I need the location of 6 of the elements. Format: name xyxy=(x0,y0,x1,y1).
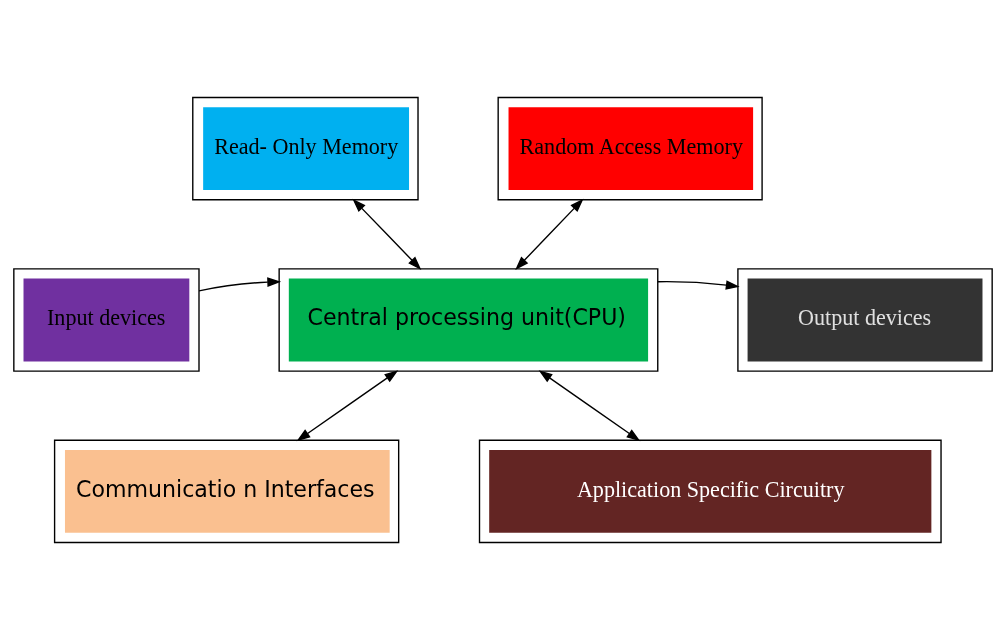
arrow xyxy=(657,280,740,290)
arrow xyxy=(538,370,641,442)
arrow xyxy=(198,277,282,292)
arrow xyxy=(296,370,399,442)
arrow xyxy=(515,198,584,270)
arrow xyxy=(352,198,422,270)
